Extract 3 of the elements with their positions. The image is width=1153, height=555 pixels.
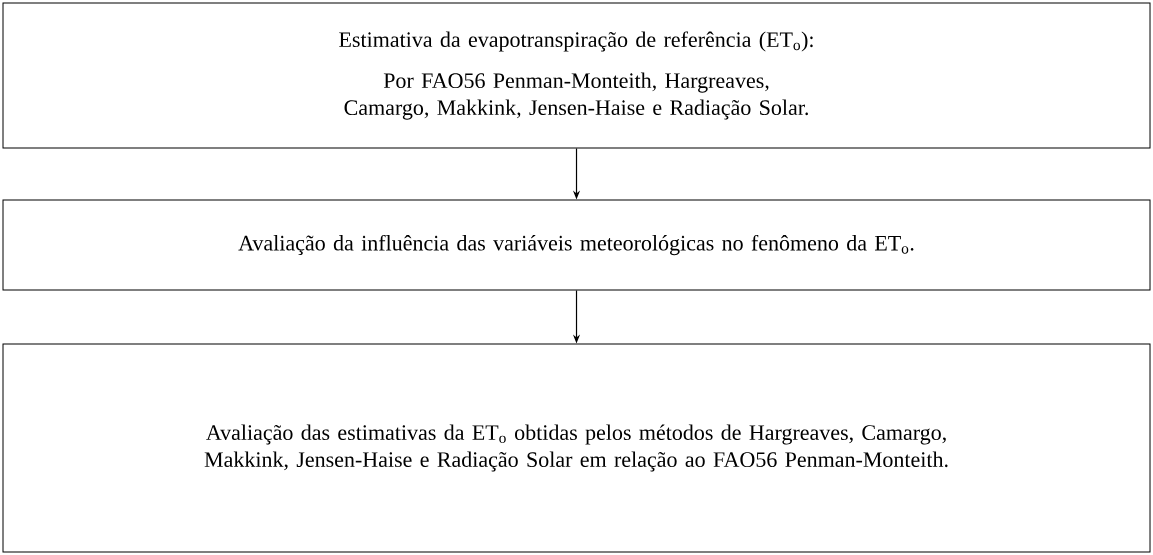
process-box: Avaliação das estimativas da ET$_{o}$ obtidas pelos métodos de Hargreaves, Camargo, Makkink, Jensen-Haise e Radiação Solar em relação ao FAO56 Penman-Monteith. <box>2 343 1151 553</box>
process-box: Avaliação da influência das variáveis meteorológicas no fenômeno da ET$_{o}$. <box>2 199 1151 291</box>
process-box: Estimativa da evapotranspiração de referência (ET$_{o}$): Por FAO56 Penman-Monteith, Hargreaves, Camargo, Makkink, Jensen-Haise e Radiação Solar. <box>2 2 1151 149</box>
